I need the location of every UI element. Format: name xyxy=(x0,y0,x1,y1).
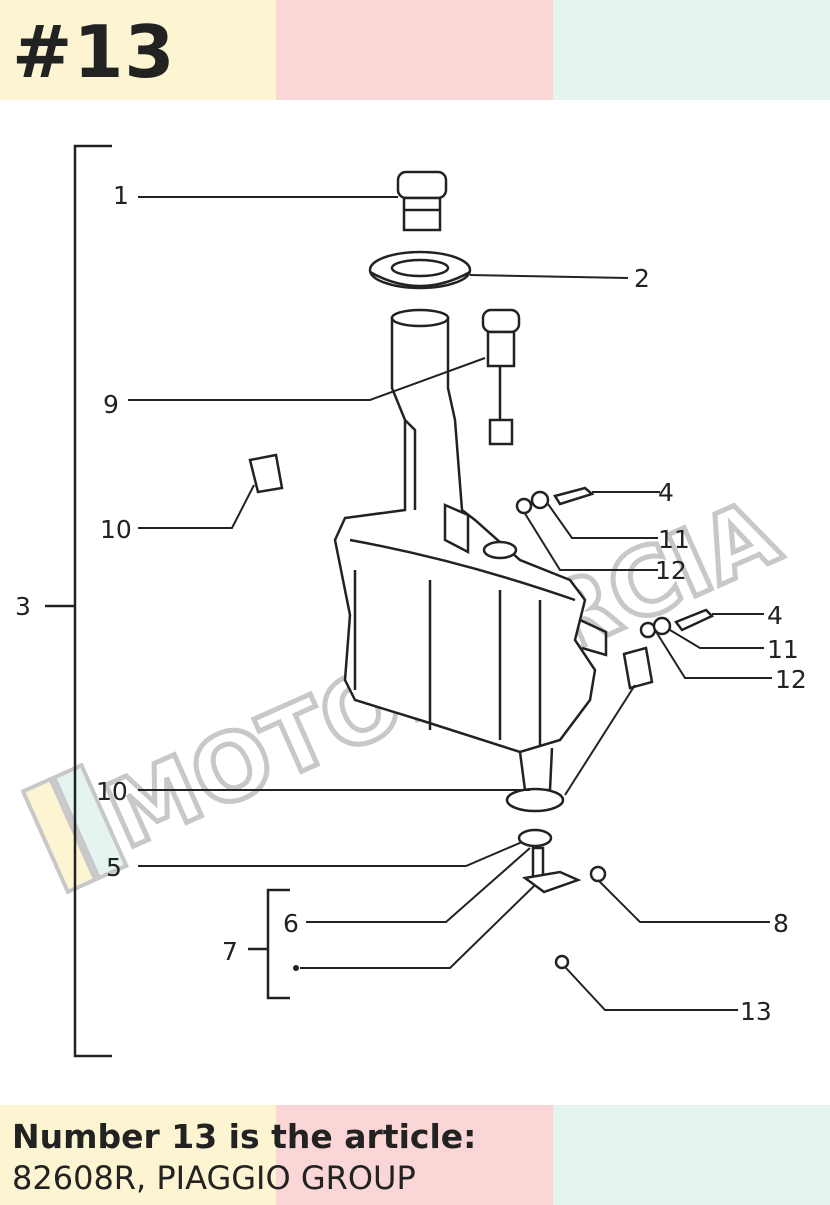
callout-1: 1 xyxy=(113,181,129,210)
callout-12-lower: 12 xyxy=(775,665,807,694)
callout-5: 5 xyxy=(106,853,122,882)
callout-10-upper: 10 xyxy=(100,515,132,544)
band-yellow-footer xyxy=(0,1105,276,1205)
band-mint-footer xyxy=(553,1105,830,1205)
hose-clamp xyxy=(505,787,565,813)
band-yellow xyxy=(0,0,276,100)
callout-11-lower: 11 xyxy=(767,635,799,664)
part-number-badge: #13 xyxy=(12,10,176,94)
dipstick xyxy=(481,308,521,446)
callout-7: 7 xyxy=(222,937,238,966)
diagram-linework xyxy=(45,144,772,1058)
bolt-group-lower xyxy=(639,608,715,639)
clip-13 xyxy=(554,954,570,970)
callout-12-upper: 12 xyxy=(655,556,687,585)
caption-heading: Number 13 is the article: xyxy=(12,1117,477,1156)
clip-8 xyxy=(589,865,607,883)
filler-cap xyxy=(396,170,448,232)
callout-13: 13 xyxy=(740,997,772,1026)
leader-lines xyxy=(128,196,772,1011)
clip-right xyxy=(622,646,654,690)
callout-10-lower: 10 xyxy=(96,777,128,806)
footer-band xyxy=(0,1105,830,1205)
oil-tank xyxy=(333,308,608,792)
caption-article: 82608R, PIAGGIO GROUP xyxy=(12,1159,416,1197)
header-band xyxy=(0,0,830,100)
article-caption: Number 13 is the article: 82608R, PIAGGI… xyxy=(12,1116,476,1198)
callout-8: 8 xyxy=(773,909,789,938)
callout-4-lower: 4 xyxy=(767,601,783,630)
callout-2: 2 xyxy=(634,264,650,293)
callout-6: 6 xyxy=(283,909,299,938)
callout-3: 3 xyxy=(15,592,31,621)
exploded-parts-diagram: MOTOMURCIA xyxy=(15,144,807,1058)
bracket-7 xyxy=(266,888,290,1000)
clip-upper xyxy=(248,453,284,494)
bolt-group-upper xyxy=(515,486,595,515)
callout-dot xyxy=(293,965,299,971)
seal-ring xyxy=(368,250,472,290)
callout-4-upper: 4 xyxy=(658,478,674,507)
washer xyxy=(517,828,553,848)
callout-9: 9 xyxy=(103,390,119,419)
bracket-3 xyxy=(73,144,112,1058)
callout-labels: 1 2 9 10 4 11 12 3 4 11 12 10 5 6 7 8 13 xyxy=(15,181,807,1026)
callout-11-upper: 11 xyxy=(658,525,690,554)
band-mint xyxy=(553,0,830,100)
drain-fitting xyxy=(521,846,582,894)
band-pink xyxy=(276,0,553,100)
band-pink-footer xyxy=(276,1105,553,1205)
